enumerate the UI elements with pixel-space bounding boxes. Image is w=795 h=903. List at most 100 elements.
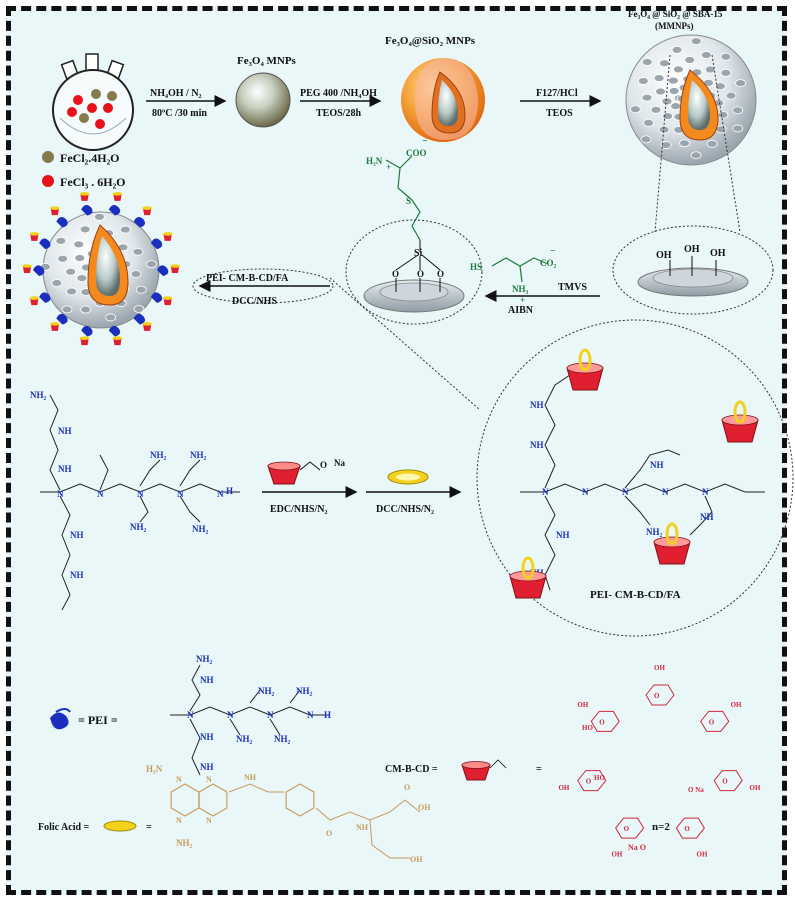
svg-text:NH₂: NH₂ bbox=[130, 522, 147, 532]
peig-label: PEI- CM-B-CD/FA bbox=[206, 273, 289, 284]
svg-text:N: N bbox=[176, 816, 182, 825]
svg-text:N: N bbox=[307, 710, 314, 720]
aibn-label: AIBN bbox=[508, 305, 534, 316]
svg-text:O Na: O Na bbox=[688, 786, 704, 794]
dcc-label: DCC/NHS bbox=[232, 296, 277, 307]
svg-text:NH₂: NH₂ bbox=[196, 654, 213, 664]
mmnps-label-2: (MMNPs) bbox=[655, 21, 693, 31]
svg-text:=: = bbox=[536, 764, 542, 775]
product-zoom-circle bbox=[476, 319, 794, 637]
svg-text:N: N bbox=[177, 489, 184, 499]
svg-text:HO: HO bbox=[594, 774, 605, 782]
cond-2: TEOS/28h bbox=[316, 108, 361, 119]
svg-text:−: − bbox=[550, 246, 556, 257]
fe3o4-sio2-label: Fe₃O₄@SiO₂ MNPs bbox=[385, 35, 476, 47]
si-functionalized-surface: Si O O O S H₃N COO − + bbox=[363, 136, 465, 313]
svg-text:O: O bbox=[624, 825, 630, 833]
legend-fecl2: FeCl₂.4H₂O bbox=[42, 151, 120, 165]
flask-particles bbox=[67, 89, 117, 129]
tmvs-label: TMVS bbox=[558, 282, 587, 293]
svg-text:N: N bbox=[137, 489, 144, 499]
svg-text:=: = bbox=[146, 822, 152, 833]
svg-text:N: N bbox=[97, 489, 104, 499]
svg-text:O: O bbox=[684, 825, 690, 833]
reagent-2: PEG 400 /NH₄OH bbox=[300, 88, 377, 99]
svg-text:N: N bbox=[702, 487, 709, 497]
cysteine-structure bbox=[491, 257, 549, 283]
svg-text:OH: OH bbox=[558, 784, 569, 792]
svg-text:O: O bbox=[320, 460, 327, 470]
svg-text:O: O bbox=[654, 692, 660, 700]
reagent-3: F127/HCl bbox=[536, 88, 578, 99]
svg-text:OH: OH bbox=[577, 701, 588, 709]
svg-text:NH: NH bbox=[556, 530, 570, 540]
svg-text:OH: OH bbox=[611, 850, 622, 858]
svg-text:NH: NH bbox=[650, 460, 664, 470]
edc-label: EDC/NHS/N₂ bbox=[270, 504, 327, 515]
svg-text:O: O bbox=[599, 718, 605, 726]
cmbcd-key-icon: = bbox=[461, 759, 542, 781]
product-label: PEI- CM-B-CD/FA bbox=[590, 589, 681, 601]
svg-text:NH: NH bbox=[244, 773, 257, 782]
svg-text:H₃N: H₃N bbox=[366, 156, 383, 166]
folic-key-label: Folic Acid = bbox=[38, 822, 90, 833]
svg-text:NH₂: NH₂ bbox=[274, 734, 291, 744]
pei-key-label: = PEI = bbox=[78, 713, 118, 727]
legend-fecl3: FeCl₃ . 6H₂O bbox=[42, 175, 126, 189]
svg-text:NH₂: NH₂ bbox=[30, 390, 47, 400]
svg-text:OH: OH bbox=[697, 850, 708, 858]
svg-text:+: + bbox=[386, 162, 391, 172]
svg-text:O: O bbox=[417, 269, 424, 279]
svg-text:NH: NH bbox=[70, 530, 84, 540]
pei-cd-fa-structure: NNNNNNHNHNHNHNHNH₂NH bbox=[509, 348, 765, 599]
svg-text:+: + bbox=[520, 295, 525, 305]
svg-text:Na O: Na O bbox=[628, 843, 646, 852]
n2-label: n=2 bbox=[652, 821, 670, 833]
svg-text:OH: OH bbox=[750, 784, 761, 792]
svg-text:O: O bbox=[722, 778, 728, 786]
svg-text:NH: NH bbox=[70, 570, 84, 580]
svg-text:HS: HS bbox=[470, 262, 482, 272]
final-nanoparticle bbox=[22, 192, 180, 346]
svg-text:OH: OH bbox=[731, 701, 742, 709]
svg-text:OH: OH bbox=[418, 803, 431, 812]
svg-text:OH: OH bbox=[656, 250, 672, 261]
svg-text:N: N bbox=[217, 489, 224, 499]
svg-text:N: N bbox=[206, 775, 212, 784]
svg-text:NH₃: NH₃ bbox=[512, 284, 529, 294]
flask bbox=[52, 53, 134, 151]
svg-text:COO: COO bbox=[406, 148, 427, 158]
pei-key-icon bbox=[50, 708, 71, 730]
svg-text:CO₂: CO₂ bbox=[540, 258, 557, 268]
fecl2-label: FeCl₂.4H₂O bbox=[60, 151, 120, 165]
svg-text:O: O bbox=[326, 829, 332, 838]
fe3o4-particle bbox=[235, 72, 291, 128]
svg-text:H₂N: H₂N bbox=[146, 764, 163, 774]
svg-text:O: O bbox=[392, 269, 399, 279]
svg-text:N: N bbox=[227, 710, 234, 720]
svg-text:NH: NH bbox=[700, 512, 714, 522]
svg-text:NH₂: NH₂ bbox=[176, 838, 193, 848]
cond-3: TEOS bbox=[546, 108, 573, 119]
cmbcd-key-label: CM-B-CD = bbox=[385, 764, 438, 775]
mmnps-particle bbox=[625, 34, 757, 166]
cd-reagent: O Na bbox=[267, 458, 345, 485]
svg-text:N: N bbox=[206, 816, 212, 825]
fe3o4-sio2-particle bbox=[401, 58, 485, 142]
svg-text:N: N bbox=[622, 487, 629, 497]
svg-text:O: O bbox=[586, 778, 592, 786]
svg-text:N: N bbox=[176, 775, 182, 784]
svg-text:NH₂: NH₂ bbox=[150, 450, 167, 460]
dcc-nhs-label: DCC/NHS/N₂ bbox=[376, 504, 434, 515]
svg-text:NH: NH bbox=[530, 400, 544, 410]
svg-text:NH: NH bbox=[530, 440, 544, 450]
svg-text:OH: OH bbox=[654, 664, 665, 672]
fecl3-label: FeCl₃ . 6H₂O bbox=[60, 175, 126, 189]
svg-text:NH: NH bbox=[58, 426, 72, 436]
svg-text:N: N bbox=[662, 487, 669, 497]
svg-text:Na: Na bbox=[334, 458, 345, 468]
